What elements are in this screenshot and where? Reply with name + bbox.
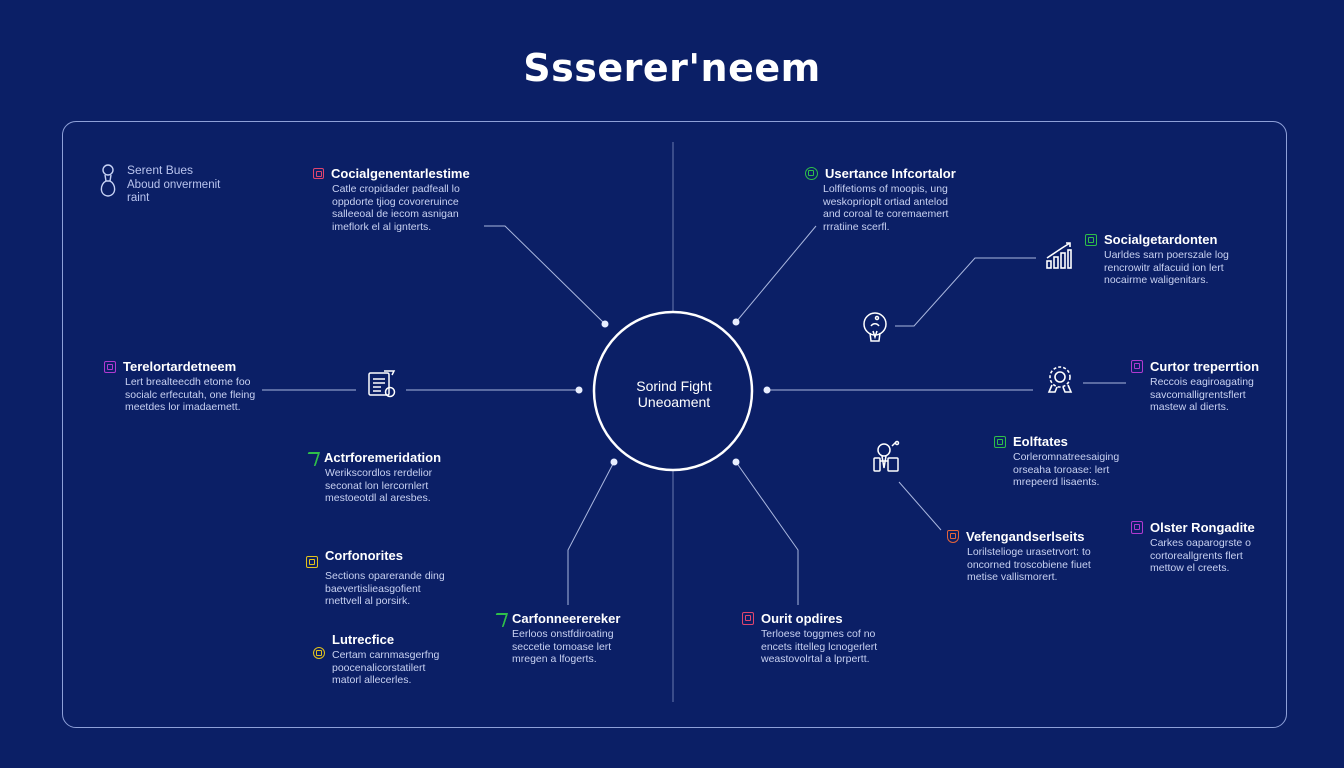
node-usertance[interactable]: Usertance Infcortalor Lolfifetioms of mo…	[805, 166, 956, 233]
hub-label-line2: Uneoament	[637, 394, 711, 410]
central-hub: Sorind Fight Uneoament	[594, 378, 754, 410]
diagram-frame	[62, 121, 1287, 728]
node-serent-bues[interactable]: Serent Bues Aboud onvermenit raint	[127, 163, 220, 205]
node-title: Actrforemeridation	[324, 450, 442, 465]
node-title: Lutrecfice	[332, 632, 395, 647]
node-description: Werikscordlos rerdelior seconat lon lerc…	[325, 467, 433, 504]
circle-badge-icon	[313, 647, 325, 659]
node-social-general[interactable]: Cocialgenentarlestime Catle cropidader p…	[313, 166, 470, 233]
node-description: Reccois eagiroagating savcomalligrentsfl…	[1150, 376, 1254, 413]
lightbulb-icon	[860, 311, 890, 345]
node-description: Sections oparerande ding baevertislieasg…	[325, 570, 445, 607]
square-badge-icon	[313, 168, 324, 179]
node-actfore[interactable]: Actrforemeridation Werikscordlos rerdeli…	[306, 450, 441, 505]
node-social-getard[interactable]: Socialgetardonten Uarldes sarn poerszale…	[1085, 232, 1229, 287]
presenter-icon	[870, 440, 906, 474]
node-title: Terelortardetneem	[123, 359, 237, 374]
node-vefengand[interactable]: Vefengandserlseits Lorilstelioge urasetr…	[947, 529, 1091, 584]
node-title: Olster Rongadite	[1150, 520, 1255, 535]
square-badge-icon	[306, 556, 318, 568]
growth-chart-icon	[1044, 240, 1074, 270]
diagram-title: Ssserer'neem	[523, 46, 821, 90]
node-description: Lert brealteecdh etome foo socialc erfec…	[125, 376, 256, 413]
node-carfonner[interactable]: Carfonneerereker Eerloos onstfdiroating …	[494, 611, 620, 666]
node-terelortar[interactable]: Terelortardetneem Lert brealteecdh etome…	[104, 359, 255, 414]
square-badge-icon	[104, 360, 116, 373]
node-description: Certam carnmasgerfng poocenalicorstatile…	[332, 649, 440, 686]
hub-label-line1: Sorind Fight	[636, 378, 712, 394]
node-description: Terloese toggmes cof no encets ittelleg …	[761, 628, 878, 665]
node-title: Ourit opdires	[761, 611, 843, 626]
node-eolftates[interactable]: Eolftates Corleromnatreesaiging orseaha …	[994, 434, 1119, 489]
node-title: Eolftates	[1013, 434, 1068, 449]
node-title: Carfonneerereker	[512, 611, 621, 626]
node-title: Curtor treperrtion	[1150, 359, 1260, 374]
node-corfonorites[interactable]: Corfonorites Sections oparerande ding ba…	[306, 542, 445, 608]
square-badge-icon	[1085, 233, 1097, 246]
square-badge-icon	[1131, 521, 1143, 534]
gear-badge-icon	[1043, 364, 1077, 396]
node-ourit[interactable]: Ourit opdires Terloese toggmes cof no en…	[742, 611, 877, 666]
node-title: Vefengandserlseits	[966, 529, 1085, 544]
square-badge-icon	[1131, 360, 1143, 373]
person-icon	[97, 163, 119, 199]
node-description: Eerloos onstfdiroating seccetie tomoase …	[512, 628, 614, 665]
node-curtor[interactable]: Curtor treperrtion Reccois eagiroagating…	[1131, 359, 1259, 414]
node-description: Lolfifetioms of moopis, ung weskoprioplt…	[823, 183, 949, 233]
node-title: Serent Bues	[127, 163, 194, 177]
circle-badge-icon	[805, 167, 818, 180]
node-title: Cocialgenentarlestime	[331, 166, 470, 181]
node-title: Socialgetardonten	[1104, 232, 1218, 247]
shield-badge-icon	[947, 530, 959, 543]
node-lutrecfice[interactable]: Lutrecfice Certam carnmasgerfng poocenal…	[313, 632, 439, 687]
square-badge-icon	[994, 435, 1006, 448]
node-description: Lorilstelioge urasetrvort: to oncorned t…	[967, 546, 1091, 583]
node-olster[interactable]: Olster Rongadite Carkes oaparogrste o co…	[1131, 520, 1255, 575]
square-badge-icon	[742, 612, 754, 625]
seven-badge-icon	[494, 613, 505, 625]
node-description: Catle cropidader padfeall lo oppdorte tj…	[332, 183, 460, 233]
node-description: Uarldes sarn poerszale log rencrowitr al…	[1104, 249, 1229, 286]
seven-badge-icon	[306, 452, 317, 464]
node-description: Corleromnatreesaiging orseaha toroase: l…	[1013, 451, 1120, 488]
node-title: Corfonorites	[325, 547, 403, 563]
document-icon	[366, 368, 398, 400]
node-description: Aboud onvermenit raint	[127, 179, 221, 204]
node-description: Carkes oaparogrste o cortoreallgrents fl…	[1150, 537, 1251, 574]
node-title: Usertance Infcortalor	[825, 166, 956, 181]
